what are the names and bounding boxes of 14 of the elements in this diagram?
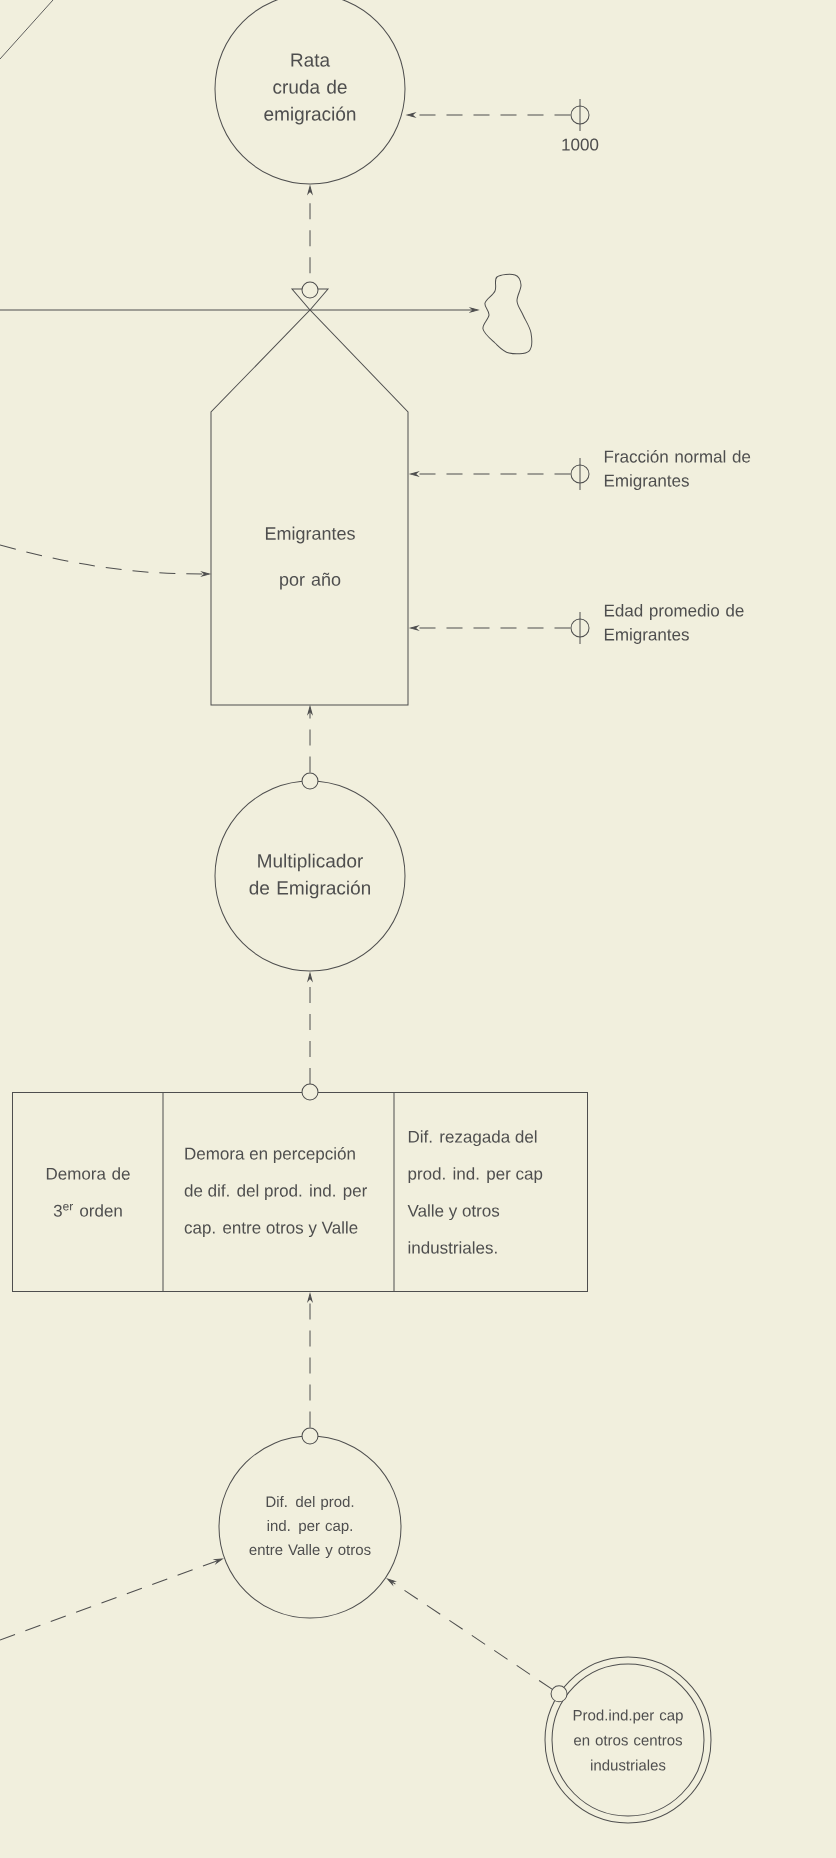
- arrow: [410, 625, 571, 631]
- arrow: [0, 307, 479, 313]
- arrow: [0, 1558, 223, 1641]
- arrow: [307, 1293, 313, 1302]
- arrow: [307, 706, 313, 715]
- arrow: [387, 1578, 568, 1703]
- sink-cloud: [482, 273, 533, 355]
- arrow: [307, 185, 313, 194]
- rate-valve-box: Emigrantes por año: [210, 281, 409, 706]
- arrow: [406, 112, 571, 118]
- arrow: [410, 471, 571, 477]
- arrow: [0, 544, 210, 577]
- delay-box: Demora de 3$^{er}$ orden Demora en percepción de dif. del prod. ind. per cap. entre otros y Valle Dif. rezagada del prod. ind. per cap Valle y otros industriales.: [12, 1083, 588, 1292]
- arrow: [307, 972, 313, 1085]
